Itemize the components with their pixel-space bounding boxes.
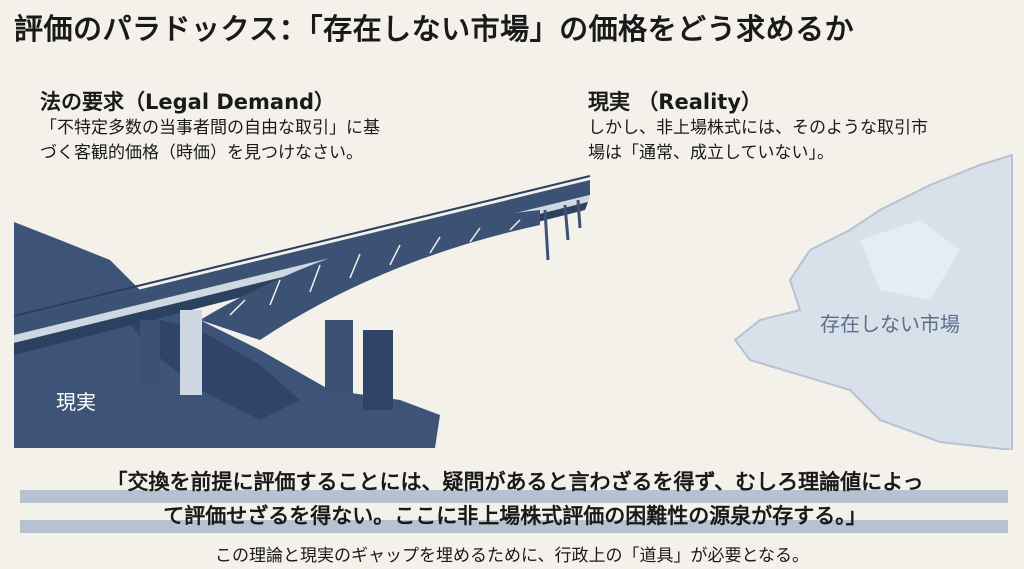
bridge-deck <box>14 180 590 335</box>
reality-heading: 現実 （Reality） <box>588 90 763 114</box>
reality-label: 現実 <box>56 390 96 414</box>
bridge-pier <box>325 320 353 395</box>
legal-demand-line: づく客観的価格（時価）を見つけなさい。 <box>40 143 363 163</box>
highlight-band <box>20 520 1008 533</box>
reality-line: 場は「通常、成立していない」。 <box>588 143 834 163</box>
quote-line: 「交換を前提に評価することには、疑問があると言わざるを得ず、むしろ理論値によっ <box>106 470 924 494</box>
page-title: 評価のパラドックス：「存在しない市場」の価格をどう求めるか <box>14 12 855 46</box>
bridge-truss <box>200 210 540 340</box>
reality-text: しかし、非上場株式には、そのような取引市 場は「通常、成立していない」。 <box>588 116 928 166</box>
broken-bridge-illustration <box>13 153 1013 450</box>
highlight-band <box>20 490 1008 503</box>
quote-line: て評価せざるを得ない。ここに非上場株式評価の困難性の源泉が存する。」 <box>163 504 867 528</box>
reality-line: しかし、非上場株式には、そのような取引市 <box>588 118 928 138</box>
footer-text: この理論と現実のギャップを埋めるために、行政上の「道具」が必要となる。 <box>215 546 809 566</box>
missing-market-cloud <box>733 153 1013 450</box>
legal-demand-text: 「不特定多数の当事者間の自由な取引」に基 づく客観的価格（時価）を見つけなさい。 <box>40 116 380 166</box>
legal-demand-line: 「不特定多数の当事者間の自由な取引」に基 <box>40 118 380 138</box>
legal-demand-heading: 法の要求（Legal Demand） <box>40 90 336 114</box>
missing-market-label: 存在しない市場 <box>820 312 960 336</box>
